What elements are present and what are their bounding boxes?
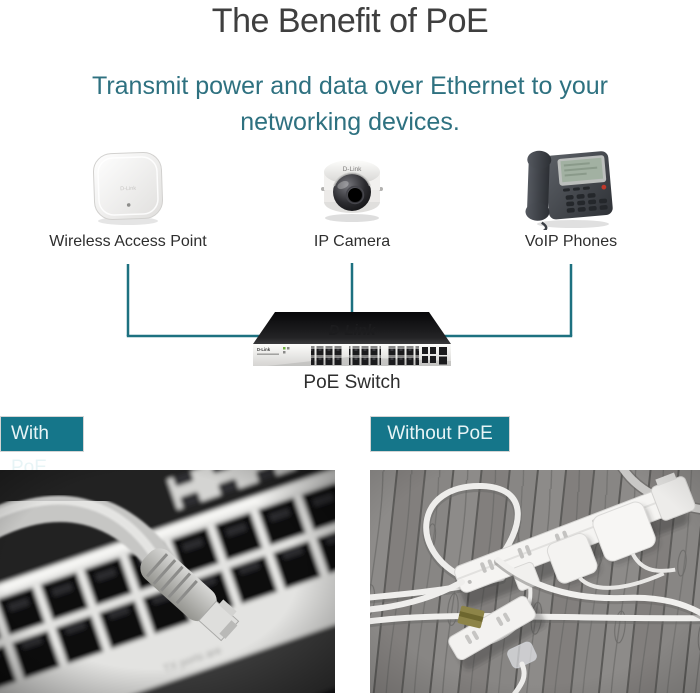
wireless-access-point-image: D-Link (86, 148, 170, 228)
page-title: The Benefit of PoE (211, 2, 489, 40)
without-poe-banner: Without PoE (370, 416, 510, 452)
page-subtitle: Transmit power and data over Ethernet to… (0, 68, 700, 140)
subtitle-line-2: networking devices. (240, 108, 460, 136)
label-ip-camera: IP Camera (313, 233, 391, 250)
svg-text:D-Link: D-Link (329, 322, 376, 339)
without-poe-photo (370, 470, 700, 693)
subtitle-line-1: Transmit power and data over Ethernet to… (91, 72, 608, 100)
label-voip-phones: VoIP Phones (524, 233, 618, 250)
poe-switch-image: D-Link D-Link (253, 312, 451, 367)
voip-phone-image (525, 144, 617, 230)
wireless-access-point-icon: D-Link (92, 151, 164, 225)
ip-camera-icon: D-Link (321, 160, 383, 222)
label-wireless-access-point: Wireless Access Point (49, 233, 207, 250)
svg-text:D-Link: D-Link (257, 347, 271, 352)
with-poe-photo: TX ports are (0, 470, 335, 693)
power-strip-photo (370, 470, 700, 693)
label-poe-switch: PoE Switch (303, 372, 401, 393)
svg-text:D-Link: D-Link (120, 186, 136, 193)
svg-text:D-Link: D-Link (343, 166, 363, 173)
voip-phone-icon (525, 150, 613, 230)
ethernet-cable-photo: TX ports are (0, 470, 335, 693)
poe-switch-icon: D-Link D-Link (253, 312, 451, 366)
ip-camera-image: D-Link (312, 148, 392, 228)
with-poe-banner: With PoE (0, 416, 84, 478)
